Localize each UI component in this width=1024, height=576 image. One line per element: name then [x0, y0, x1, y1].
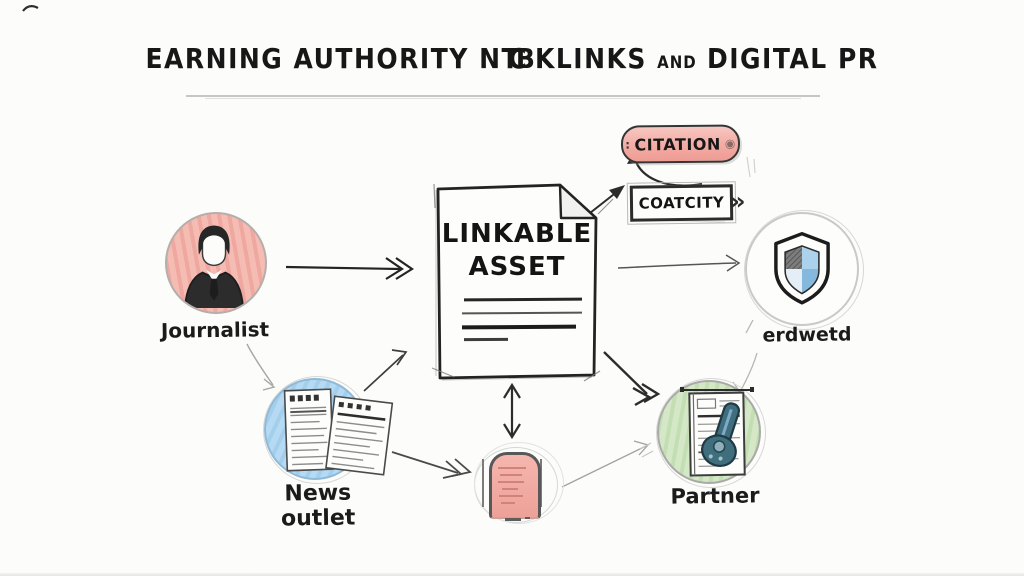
arrow-journalist-to-news-outlet	[246, 343, 276, 391]
journalist-label: Journalist	[160, 317, 270, 343]
press-doc-icon	[489, 452, 541, 519]
journalist-avatar	[165, 212, 267, 314]
title-word: DIGITAL	[706, 42, 828, 75]
news-outlet-node	[264, 378, 366, 480]
authority-shield-label: erdwetd	[762, 323, 852, 347]
title-word: EARNING	[145, 42, 284, 75]
sketch-ellipse	[474, 447, 558, 523]
press-release-doc	[472, 445, 560, 525]
partner-node	[657, 380, 761, 484]
quality-badge: COATCITY »	[626, 181, 746, 225]
person-icon	[184, 225, 244, 308]
doc-side-stroke	[482, 459, 484, 507]
arrow-news-outlet-to-asset	[363, 349, 408, 392]
arrow-news-outlet-to-press-doc	[391, 451, 472, 479]
arrow-asset-to-shield	[617, 254, 741, 272]
asset-title: LINKABLE ASSET	[441, 219, 593, 282]
doc-side-stroke	[540, 459, 542, 507]
smudge-mark	[505, 518, 521, 521]
partner-label: Partner	[670, 483, 760, 509]
sketch-mark: :	[625, 137, 631, 152]
citation-badge: : CITATION ◉	[620, 124, 741, 164]
sketch-strokes-right-of-citation	[746, 156, 756, 178]
shield-icon	[774, 231, 830, 305]
title-word: PR	[837, 42, 879, 75]
arrow-press-doc-to-partner	[561, 440, 650, 488]
title-word: AUTHORITY	[293, 42, 469, 75]
title-underline-shadow	[205, 98, 801, 99]
smudge-mark	[525, 517, 530, 519]
double-chevron-icon: »	[729, 187, 747, 216]
document-icon	[431, 183, 614, 382]
sketch-chevrons-left-of-partner	[639, 442, 654, 458]
sketch-mark-topleft	[22, 4, 39, 12]
text-rule	[463, 337, 509, 342]
citation-label: CITATION	[634, 134, 721, 154]
authority-shield-node	[745, 212, 859, 326]
link-icon: ◉	[724, 136, 736, 151]
title-underline	[186, 95, 820, 97]
news-outlet-label: News outlet	[280, 480, 356, 532]
bottom-edge-shade	[0, 573, 1024, 576]
linkable-asset-node: LINKABLE ASSET	[424, 178, 614, 386]
quality-label: COATCITY	[638, 193, 725, 213]
title-conjunction: AND	[657, 52, 697, 73]
arrow-asset-press-doc-bidirectional	[503, 382, 521, 440]
arrow-journalist-to-asset	[285, 257, 415, 280]
